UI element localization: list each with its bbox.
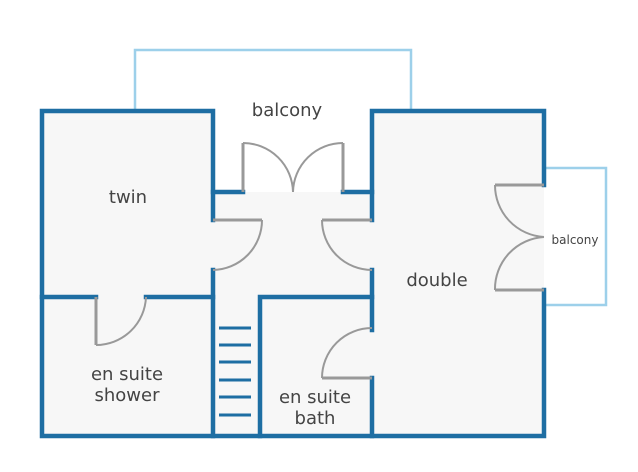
label-shower-line1: en suite [91, 364, 163, 385]
label-bath-line1: en suite [279, 387, 351, 408]
top-balcony-outline [133, 48, 413, 111]
label-balcony-side: balcony [552, 233, 599, 247]
staircase [219, 326, 251, 417]
balcony-floor [213, 111, 372, 192]
twin-door[interactable] [212, 218, 263, 271]
label-bath-line2: bath [295, 408, 336, 429]
shower-door[interactable] [94, 296, 147, 347]
bath-door[interactable] [321, 327, 373, 380]
double-door[interactable] [321, 218, 373, 271]
side-balcony-double-door[interactable] [493, 183, 545, 292]
side-balcony-outline [544, 166, 608, 307]
balcony-double-door[interactable] [241, 142, 345, 193]
label-balcony-top: balcony [252, 100, 323, 121]
label-double: double [406, 270, 467, 291]
label-twin: twin [109, 187, 147, 208]
walls [39, 108, 547, 439]
label-shower-line2: shower [95, 385, 161, 406]
